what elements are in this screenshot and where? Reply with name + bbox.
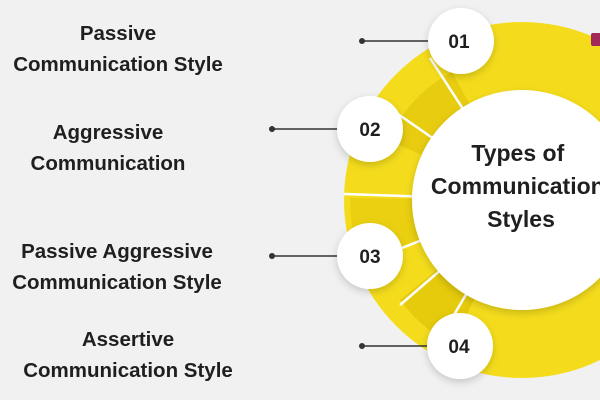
item-label-line: Passive xyxy=(79,22,157,45)
item-label-aggressive: Aggressive Communication xyxy=(0,117,216,179)
center-title-line: Types of xyxy=(471,140,564,166)
badge-circle xyxy=(337,223,403,289)
badge-circle xyxy=(427,313,493,379)
badge-03: 03 xyxy=(337,223,403,289)
badge-04: 04 xyxy=(427,313,493,379)
badge-number: 03 xyxy=(359,247,380,268)
item-label-passive: Passive Communication Style xyxy=(0,18,236,80)
center-circle xyxy=(412,90,600,310)
badge-number: 02 xyxy=(359,120,380,141)
badge-number: 04 xyxy=(448,337,470,358)
center-title-line: Styles xyxy=(487,206,555,232)
center-title-line: Communication xyxy=(431,173,600,199)
item-label-line: Assertive xyxy=(81,328,175,351)
corner-accent-mark xyxy=(591,33,600,46)
item-label-line: Communication Style xyxy=(12,271,222,294)
badge-02: 02 xyxy=(337,96,403,162)
badge-circle xyxy=(337,96,403,162)
connector-dot xyxy=(359,343,365,349)
item-label-assertive: Assertive Communication Style xyxy=(0,324,256,386)
badge-number: 01 xyxy=(448,32,470,53)
badge-01: 01 xyxy=(428,8,494,74)
item-label-line: Communication Style xyxy=(13,53,223,76)
connector-dot xyxy=(359,38,365,44)
connector-dot xyxy=(269,253,275,259)
item-label-line: Aggressive xyxy=(52,121,164,144)
item-label-line: Communication Style xyxy=(23,359,233,382)
center-title: Types of Communication Styles xyxy=(431,140,600,232)
badge-circle xyxy=(428,8,494,74)
connector-dot xyxy=(269,126,275,132)
item-label-line: Communication xyxy=(30,152,186,175)
item-label-passive-aggressive: Passive Aggressive Communication Style xyxy=(0,236,234,298)
connector-dots xyxy=(269,38,365,349)
item-label-line: Passive Aggressive xyxy=(21,240,213,263)
